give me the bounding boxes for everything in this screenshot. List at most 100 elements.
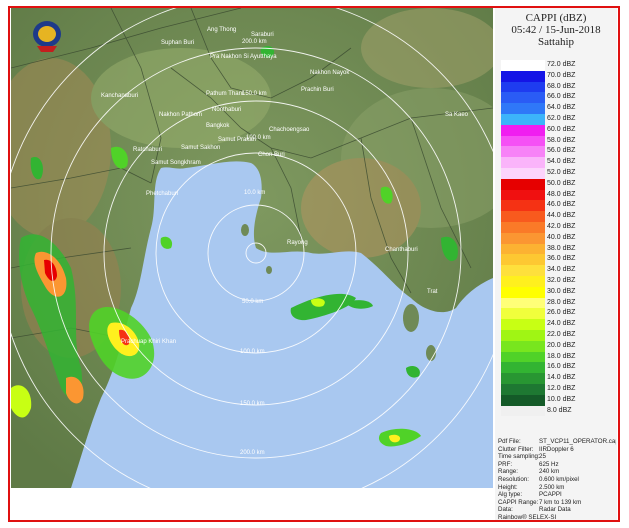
legend-label: 14.0 dBZ [547, 374, 576, 382]
legend-entry: 48.0 dBZ [501, 189, 613, 201]
legend-swatch [501, 308, 545, 320]
metadata-key: Clutter Filter: [498, 445, 534, 453]
radar-map[interactable]: 50.0 km 100.0 km 150.0 km 200.0 km 10.0 … [11, 8, 493, 488]
legend-label: 42.0 dBZ [547, 222, 576, 230]
legend-label: 36.0 dBZ [547, 255, 576, 263]
place-labels: Saraburi Suphan Buri Ang Thong Pra Nakho… [11, 8, 493, 488]
metadata-row: Data: Radar Data [498, 506, 616, 514]
legend-label: 60.0 dBZ [547, 125, 576, 133]
legend-entry: 68.0 dBZ [501, 81, 613, 93]
legend-label: 54.0 dBZ [547, 158, 576, 166]
legend-label: 38.0 dBZ [547, 244, 576, 252]
metadata-key: Data: [498, 506, 513, 514]
range-rings [11, 8, 493, 488]
metadata-key: CAPPI Range: [498, 498, 539, 506]
legend-entry: 34.0 dBZ [501, 265, 613, 276]
place-chachoengsao: Chachoengsao [269, 127, 310, 133]
ring-label-100-north: 100.0 km [246, 135, 271, 141]
metadata-row: Resolution:0.600 km/pixel [498, 476, 616, 484]
legend-swatch [501, 297, 545, 309]
metadata-key: Range: [498, 468, 518, 476]
legend-entry: 38.0 dBZ [501, 243, 613, 255]
legend-label: 72.0 dBZ [547, 61, 576, 68]
legend-entry: 42.0 dBZ [501, 221, 613, 233]
legend-swatch [501, 178, 545, 190]
metadata-value: Radar Data [539, 506, 571, 514]
legend-swatch [501, 243, 545, 255]
place-chon-buri: Chon Buri [258, 152, 285, 158]
product-title: CAPPI (dBZ) [525, 12, 587, 24]
legend-label: 30.0 dBZ [547, 287, 576, 295]
legend-label: 68.0 dBZ [547, 82, 576, 90]
ring-label-150-south: 150.0 km [240, 401, 265, 407]
ring-label-10-north: 10.0 km [244, 190, 266, 196]
metadata-value: 240 km [539, 468, 560, 476]
place-nakhon-nayok: Nakhon Nayok [310, 70, 350, 76]
place-ayutthaya: Pra Nakhon Si Ayutthaya [210, 54, 277, 60]
place-phetchaburi: Phetchaburi [146, 191, 179, 197]
legend-swatch [501, 232, 545, 244]
legend-label: 44.0 dBZ [547, 212, 576, 220]
place-rayong: Rayong [287, 240, 308, 246]
legend-swatch [501, 394, 545, 406]
ring-label-50-south: 50.0 km [242, 299, 264, 305]
metadata-row: Range: 240 km [498, 468, 616, 476]
legend-swatch [501, 383, 545, 395]
metadata-key: PRF: [498, 460, 513, 468]
legend-entry: 52.0 dBZ [501, 167, 613, 179]
place-kanchanaburi: Kanchanaburi [101, 93, 139, 99]
metadata-row: Height:2.500 km [498, 484, 616, 492]
legend-label: 10.0 dBZ [547, 395, 576, 403]
legend-entry: 64.0 dBZ [501, 103, 613, 114]
metadata-value: 2.500 km [539, 483, 565, 491]
legend-swatch [501, 286, 545, 298]
brand-label: Rainbow® SELEX-SI [498, 513, 557, 521]
ring-label-200-south: 200.0 km [240, 450, 265, 456]
legend-swatch [501, 124, 545, 136]
legend-swatch [501, 200, 545, 212]
ring-label-100-south: 100.0 km [240, 349, 265, 355]
legend-label: 40.0 dBZ [547, 233, 576, 241]
legend-panel: CAPPI (dBZ) 05:42 / 15-Jun-2018 Sattahip… [495, 8, 617, 522]
metadata-key: Resolution: [498, 475, 529, 483]
legend-entry: 46.0 dBZ [501, 200, 613, 212]
place-samut-songkhram: Samut Songkhram [151, 160, 201, 166]
legend-entry: 62.0 dBZ [501, 113, 613, 125]
legend-entry: 54.0 dBZ [501, 157, 613, 168]
place-suphan-buri: Suphan Buri [161, 40, 195, 46]
metadata-row: Alg type:PCAPPI [498, 491, 616, 499]
legend-entry: 30.0 dBZ [501, 286, 613, 298]
legend-label: 20.0 dBZ [547, 341, 576, 349]
legend-entry: 40.0 dBZ [501, 232, 613, 244]
metadata-row: CAPPI Range:7 km to 139 km [498, 499, 616, 507]
legend-label: 70.0 dBZ [547, 71, 576, 79]
islands [241, 224, 436, 361]
metadata-value: 625 Hz [539, 460, 559, 468]
legend-swatch [501, 103, 545, 114]
legend-label: 34.0 dBZ [547, 266, 576, 274]
place-ang-thong: Ang Thong [207, 27, 237, 33]
place-ratchaburi: Ratchaburi [133, 147, 163, 153]
legend-swatch [501, 373, 545, 384]
station-name: Sattahip [537, 36, 575, 48]
legend-swatch [501, 211, 545, 222]
legend-entry: 12.0 dBZ [501, 383, 613, 395]
legend-entry: 60.0 dBZ [501, 124, 613, 136]
legend-label: 8.0 dBZ [547, 406, 572, 414]
legend-label: 46.0 dBZ [547, 201, 576, 209]
place-pathum-thani: Pathum Thani [206, 91, 244, 97]
legend-swatch [501, 146, 545, 158]
legend-entry: 18.0 dBZ [501, 351, 613, 363]
metadata-key: Pdf File: [498, 438, 521, 445]
sea [71, 161, 493, 488]
legend-entry: 36.0 dBZ [501, 254, 613, 266]
metadata-row: Pdf File:ST_VCP11_OPERATOR.cappi [498, 438, 616, 446]
legend-swatch [501, 157, 545, 168]
legend-swatch [501, 319, 545, 330]
legend-label: 66.0 dBZ [547, 93, 576, 101]
datetime: 05:42 / 15-Jun-2018 [511, 24, 601, 36]
legend-swatch [501, 362, 545, 374]
place-samut-prakan: Samut Prakan [218, 137, 257, 143]
ring-label-150-north: 150.0 km [242, 91, 267, 97]
